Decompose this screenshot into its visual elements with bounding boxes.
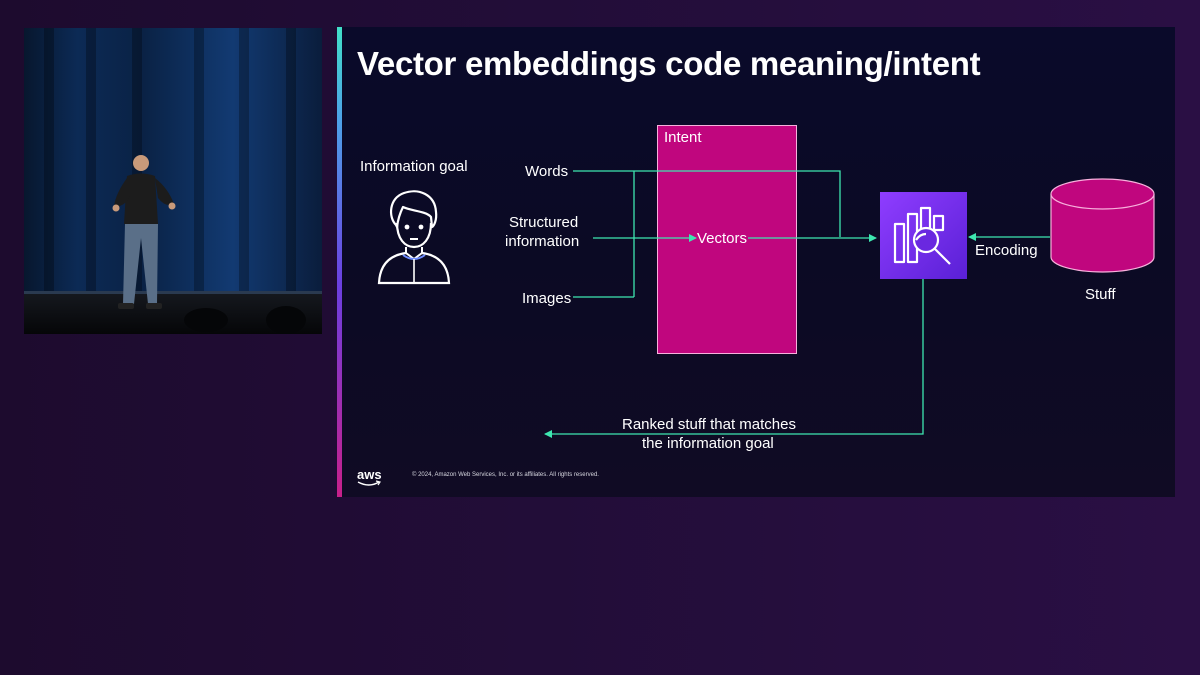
vectors-label: Vectors [697, 230, 748, 247]
search-analytics-glyph [893, 206, 951, 265]
result-label-line-1: Ranked stuff that matches [622, 416, 796, 433]
intent-box: Intent [657, 125, 797, 354]
input-images-label: Images [522, 290, 572, 307]
curtain-fold [194, 28, 204, 294]
stage-edge [24, 291, 322, 294]
speaker-video-feed [24, 28, 322, 334]
encoding-label: Encoding [975, 242, 1038, 259]
slide-accent-bar [337, 27, 342, 497]
curtain-fold [286, 28, 296, 294]
intent-label: Intent [664, 129, 702, 146]
slide-title: Vector embeddings code meaning/intent [357, 45, 981, 82]
aws-smile-icon [357, 480, 381, 486]
information-goal-label: Information goal [360, 158, 468, 175]
stuff-label: Stuff [1085, 286, 1116, 303]
copyright-text: © 2024, Amazon Web Services, Inc. or its… [412, 472, 599, 478]
result-label-line-2: the information goal [642, 435, 774, 452]
curtain-fold [239, 28, 249, 294]
curtain-fold [44, 28, 54, 294]
connector-lines [544, 170, 1050, 438]
input-structured-label-2: information [505, 233, 580, 250]
curtain-fold [86, 28, 96, 294]
speaker-figure [112, 155, 306, 334]
user-avatar-icon [377, 190, 451, 285]
search-analytics-icon [880, 192, 967, 279]
database-cylinder-icon [1050, 178, 1155, 273]
aws-logo: aws [357, 467, 382, 482]
input-structured-label-1: Structured [509, 214, 579, 231]
presentation-slide: Vector embeddings code meaning/intent In… [337, 27, 1175, 497]
input-words-label: Words [525, 163, 569, 180]
